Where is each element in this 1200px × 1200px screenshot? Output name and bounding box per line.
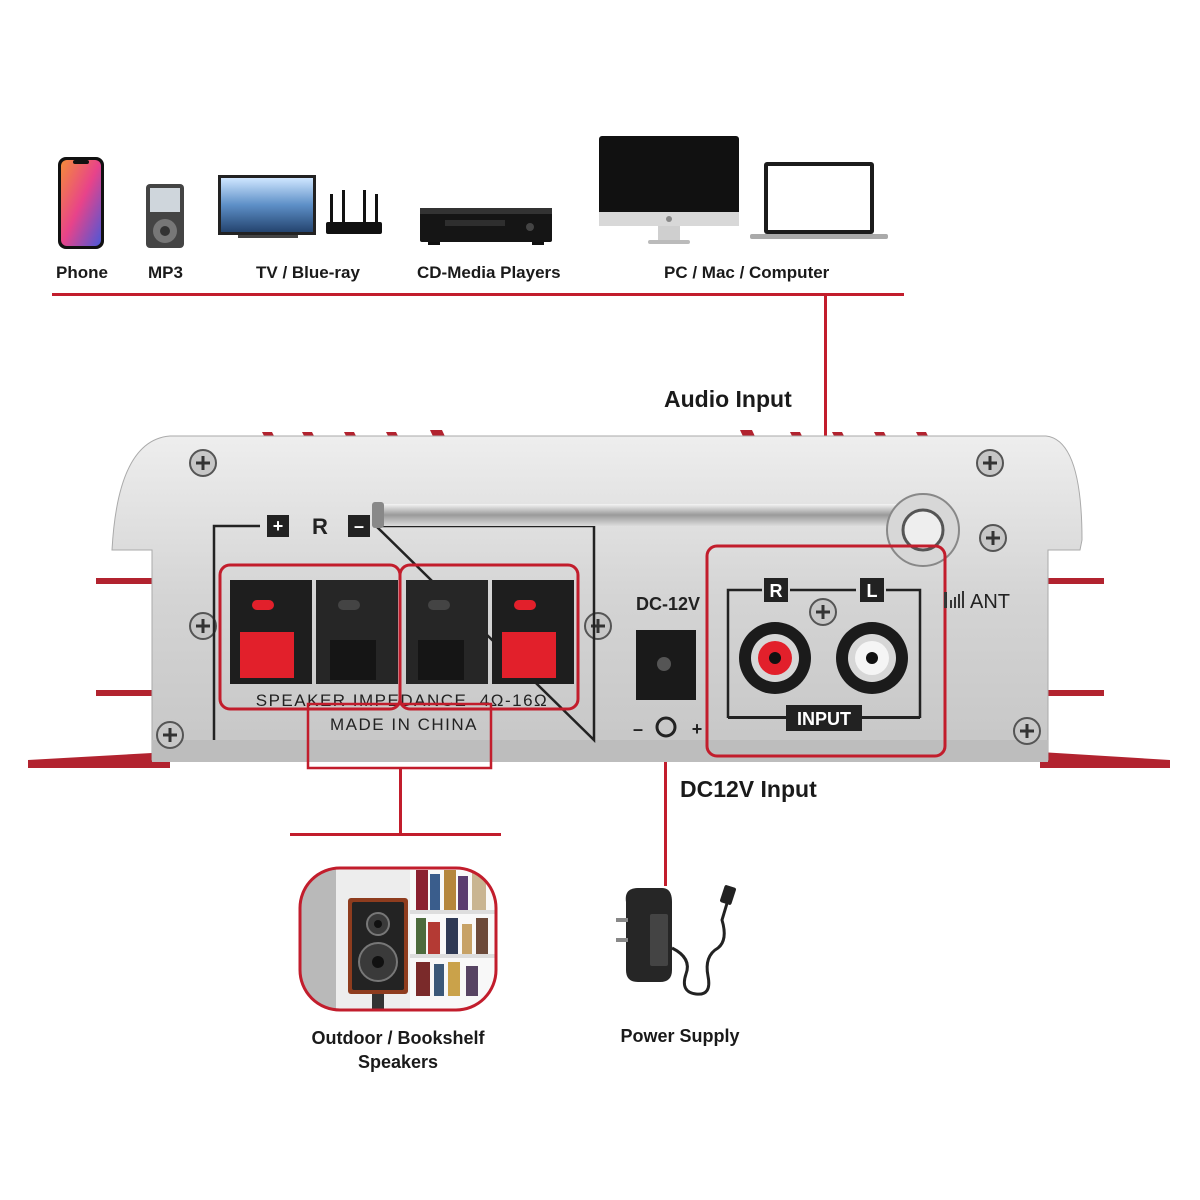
device-divider-line [52,293,904,296]
phone-icon [58,157,104,249]
dc-polarity-plus: + [692,719,703,739]
device-label-cd: CD-Media Players [417,263,561,282]
amplifier-panel: + R – SPEAKER IMPEDANCE 4Ω-16Ω MADE IN C… [28,430,1170,770]
tv-icon [218,175,316,238]
callout-dc-input: DC12V Input [680,776,817,802]
callout-audio-input: Audio Input [664,386,792,412]
cd-player-icon [420,208,552,245]
made-in-text: MADE IN CHINA [330,715,478,734]
bookshelf-speaker-image [298,866,498,1012]
speaker-divider-line [290,833,501,836]
audio-input-highlight [705,544,947,758]
power-supply-caption: Power Supply [620,1026,740,1046]
device-row [0,0,1200,300]
device-label-phone: Phone [56,263,108,282]
power-adapter-icon [616,885,736,996]
speaker-connector-line [399,768,402,834]
speaker-terminals [230,580,574,684]
antenna-icon [372,493,960,567]
rca-left-jack [836,622,908,694]
speakers-caption-line1: Outdoor / Bookshelf [311,1028,485,1048]
monitor-icon [599,136,739,244]
device-label-tv: TV / Blue-ray [256,263,360,282]
router-icon [326,190,382,234]
laptop-icon [750,162,888,239]
dc-label: DC-12V [636,594,700,614]
speaker-channel-r: R [312,514,328,539]
device-label-mp3: MP3 [148,263,183,282]
input-label: INPUT [797,709,851,729]
signal-icon [944,591,964,608]
device-icons [58,136,888,249]
device-label-pc: PC / Mac / Computer [664,263,830,282]
rca-right-jack [739,622,811,694]
speaker-plus-sign: + [273,516,284,536]
speakers-caption: Outdoor / Bookshelf Speakers [296,1026,500,1074]
ant-label: ANT [970,591,1010,613]
input-channel-r: R [770,581,783,601]
speakers-caption-line2: Speakers [357,1052,439,1072]
mp3-player-icon [146,184,184,248]
input-channel-l: L [867,581,878,601]
dc-connector-line [664,676,667,886]
dc-polarity-minus: – [633,719,643,739]
speaker-minus-sign: – [354,516,364,536]
audio-connector-line [824,293,827,545]
